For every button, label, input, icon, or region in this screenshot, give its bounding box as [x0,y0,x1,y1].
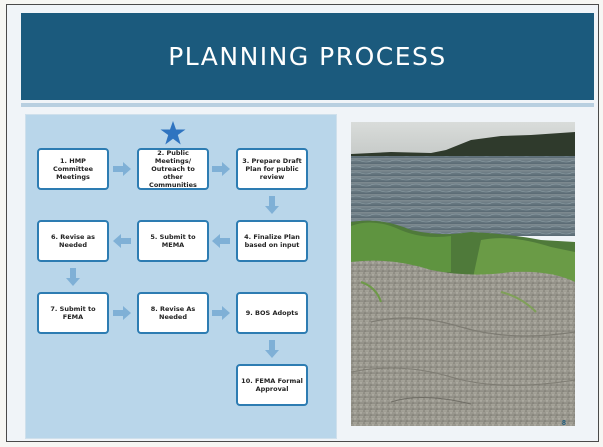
arrow-left-4-5 [212,234,230,248]
step-4-box: 4. Finalize Plan based on input [236,220,308,262]
step-6-box: 6. Revise as Needed [37,220,109,262]
step-2-box: 2. Public Meetings/ Outreach to other Co… [137,148,209,190]
arrow-down-9-10 [265,340,279,358]
slide-title: PLANNING PROCESS [168,42,447,71]
arrow-right-2-3 [212,162,230,176]
step-8-box: 8. Revise As Needed [137,292,209,334]
arrow-left-5-6 [113,234,131,248]
step-1-box: 1. HMP Committee Meetings [37,148,109,190]
arrow-right-7-8 [113,306,131,320]
star-icon [160,121,186,150]
title-bar: PLANNING PROCESS [21,13,594,100]
step-3-box: 3. Prepare Draft Plan for public review [236,148,308,190]
title-divider [21,103,594,107]
step-5-box: 5. Submit to MEMA [137,220,209,262]
step-7-box: 7. Submit to FEMA [37,292,109,334]
arrow-right-1-2 [113,162,131,176]
step-10-box: 10. FEMA Formal Approval [236,364,308,406]
step-9-box: 9. BOS Adopts [236,292,308,334]
arrow-down-3-4 [265,196,279,214]
lake-shoreline-photo [351,122,575,426]
arrow-right-8-9 [212,306,230,320]
page-number: 8 [562,420,566,427]
arrow-down-6-7 [66,268,80,286]
